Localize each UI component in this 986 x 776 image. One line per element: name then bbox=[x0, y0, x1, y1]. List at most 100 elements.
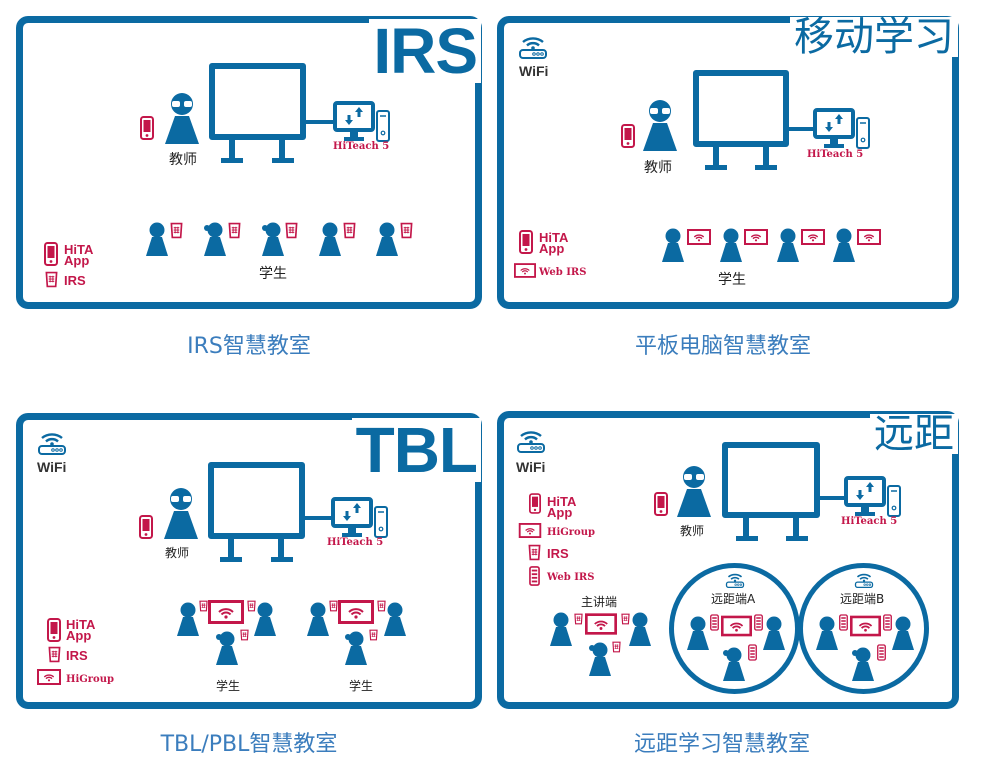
web-irs-icon bbox=[710, 614, 719, 631]
legend-irs: IRS bbox=[66, 648, 88, 663]
smart-board-icon bbox=[693, 70, 789, 147]
legend-web-irs: Web IRS bbox=[539, 267, 587, 278]
pc-icon bbox=[813, 108, 871, 152]
student-icon bbox=[628, 612, 652, 646]
legend-web-irs: Web IRS bbox=[547, 572, 595, 583]
web-irs-icon bbox=[877, 644, 886, 661]
student-icon bbox=[306, 602, 330, 636]
remote-icon bbox=[45, 271, 58, 288]
panel-title: 远距 bbox=[870, 414, 958, 454]
legend-hita-app: HiTA App bbox=[539, 230, 568, 256]
remote-icon bbox=[400, 222, 413, 239]
panel-tbl: TBL WiFi 教师 HiTeach 5 学生 学生 HiTA App IRS… bbox=[16, 413, 482, 709]
teacher-label: 教师 bbox=[165, 546, 190, 560]
web-irs-icon bbox=[748, 644, 757, 661]
remote-icon bbox=[170, 222, 183, 239]
remote-site-a-label: 远距端A bbox=[711, 592, 756, 606]
board-leg bbox=[743, 518, 749, 540]
student-icon bbox=[815, 616, 839, 650]
teacher-label: 教师 bbox=[680, 524, 705, 538]
remote-icon bbox=[369, 629, 378, 641]
remote-site-a: 远距端A bbox=[669, 563, 800, 694]
student-icon bbox=[722, 647, 746, 681]
panel-title: 移动学习 bbox=[790, 17, 958, 57]
tablet-icon bbox=[687, 229, 711, 245]
student-icon bbox=[383, 602, 407, 636]
legend-hita-app: HiTA App bbox=[66, 617, 95, 643]
board-leg bbox=[713, 147, 719, 169]
students-label: 学生 bbox=[216, 679, 241, 693]
board-foot bbox=[786, 536, 808, 541]
smart-board-icon bbox=[722, 442, 820, 518]
remote-icon bbox=[343, 222, 356, 239]
student-icon bbox=[762, 616, 786, 650]
board-foot bbox=[755, 165, 777, 170]
student-icon bbox=[776, 228, 800, 262]
student-icon bbox=[549, 612, 573, 646]
tablet-icon bbox=[801, 229, 825, 245]
tablet-icon bbox=[744, 229, 768, 245]
legend-irs: IRS bbox=[64, 273, 86, 288]
remote-site-b-label: 远距端B bbox=[840, 592, 885, 606]
smart-board-icon bbox=[209, 63, 306, 140]
caption-tablet-classroom: 平板电脑智慧教室 bbox=[634, 334, 811, 359]
phone-icon bbox=[621, 124, 635, 148]
teacher-icon bbox=[676, 465, 712, 517]
phone-icon bbox=[140, 116, 154, 140]
tablet-icon bbox=[721, 615, 752, 637]
legend-irs: IRS bbox=[547, 546, 569, 561]
student-icon bbox=[253, 602, 277, 636]
student-icon bbox=[686, 616, 710, 650]
tablet-icon bbox=[857, 229, 881, 245]
teacher-icon bbox=[164, 92, 200, 144]
pc-icon bbox=[333, 101, 391, 145]
phone-icon bbox=[139, 515, 153, 539]
caption-tbl-classroom: TBL/PBL智慧教室 bbox=[160, 732, 338, 757]
student-icon bbox=[261, 222, 285, 256]
student-icon bbox=[375, 222, 399, 256]
remote-icon bbox=[574, 613, 583, 625]
remote-icon bbox=[228, 222, 241, 239]
smart-board-icon bbox=[208, 462, 305, 539]
student-icon bbox=[215, 631, 239, 665]
student-icon bbox=[344, 631, 368, 665]
remote-icon bbox=[199, 600, 208, 612]
student-icon bbox=[176, 602, 200, 636]
tablet-icon bbox=[514, 263, 536, 278]
board-leg bbox=[228, 539, 234, 561]
board-foot bbox=[271, 557, 293, 562]
students-label: 学生 bbox=[718, 272, 746, 288]
board-foot bbox=[221, 158, 243, 163]
student-icon bbox=[203, 222, 227, 256]
tablet-icon bbox=[37, 669, 61, 685]
phone-icon bbox=[519, 230, 533, 254]
legend-hita-app: HiTA App bbox=[547, 494, 576, 520]
panel-remote-learning: 远距 WiFi HiTA App HiGroup IRS Web IRS 教师 … bbox=[497, 411, 959, 709]
teacher-label: 教师 bbox=[644, 160, 672, 176]
tablet-icon bbox=[208, 600, 244, 624]
caption-irs-classroom: IRS智慧教室 bbox=[187, 334, 311, 359]
phone-icon bbox=[47, 618, 61, 642]
wifi-label: WiFi bbox=[519, 63, 549, 79]
software-label: HiTeach 5 bbox=[841, 516, 898, 527]
remote-icon bbox=[285, 222, 298, 239]
wifi-router-icon bbox=[37, 429, 67, 455]
wifi-router-icon bbox=[854, 571, 874, 588]
connection-line bbox=[789, 127, 815, 131]
student-icon bbox=[588, 642, 612, 676]
student-icon bbox=[832, 228, 856, 262]
student-icon bbox=[145, 222, 169, 256]
wifi-router-icon bbox=[725, 571, 745, 588]
caption-remote-classroom: 远距学习智慧教室 bbox=[633, 732, 810, 757]
legend-hita-app: HiTA App bbox=[64, 242, 93, 268]
legend-higroup: HiGroup bbox=[66, 674, 114, 685]
connection-line bbox=[820, 496, 846, 500]
remote-site-b: 远距端B bbox=[798, 563, 929, 694]
pc-icon bbox=[331, 497, 389, 541]
connection-line bbox=[305, 516, 333, 520]
panel-title: IRS bbox=[369, 19, 481, 83]
tablet-icon bbox=[518, 523, 542, 538]
web-irs-icon bbox=[529, 566, 540, 586]
board-leg bbox=[793, 518, 799, 540]
board-leg bbox=[279, 140, 285, 162]
